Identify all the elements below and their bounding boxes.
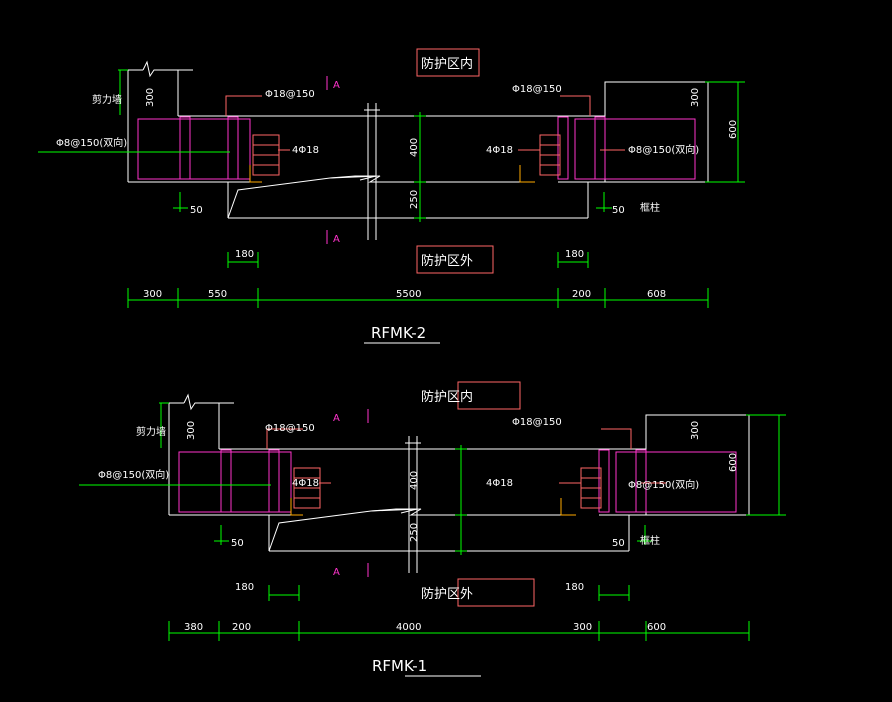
rfmk2-section-mark-top: A bbox=[333, 80, 340, 91]
rfmk2-dim-col-height: 300 bbox=[690, 88, 701, 107]
rfmk2-bars-left: 4Φ18 bbox=[292, 145, 319, 156]
rfmk1-bars-right: 4Φ18 bbox=[486, 478, 513, 489]
rfmk2-stirrup-right: Φ8@150(双向) bbox=[628, 143, 699, 156]
rfmk2-dim-total-height: 600 bbox=[728, 120, 739, 139]
rfmk1-dim-wall-height: 300 bbox=[186, 421, 197, 440]
rfmk2-bottom-dim-5: 608 bbox=[647, 289, 666, 300]
rfmk2-bottom-dim-2: 550 bbox=[208, 289, 227, 300]
rfmk1-zone-inside: 防护区内 bbox=[421, 389, 473, 405]
rfmk2-bottom-dim-4: 200 bbox=[572, 289, 591, 300]
rfmk1-section-mark-top: A bbox=[333, 413, 340, 424]
rfmk2-dim-left-50: 50 bbox=[190, 205, 203, 216]
rfmk2-title: RFMK-2 bbox=[371, 324, 426, 342]
rfmk1-wall-label: 剪力墙 bbox=[136, 425, 166, 438]
rfmk1-dim-left-180: 180 bbox=[235, 582, 254, 593]
rfmk1-column-label: 框柱 bbox=[640, 534, 660, 547]
rfmk2-dim-slab-depth: 250 bbox=[409, 190, 420, 209]
rfmk2-wall-label: 剪力墙 bbox=[92, 93, 122, 106]
rfmk1-dim-right-50: 50 bbox=[612, 538, 625, 549]
rfmk1-rebar-top-left: Φ18@150 bbox=[265, 423, 315, 434]
rfmk1-dim-total-height: 600 bbox=[728, 453, 739, 472]
rfmk1-bottom-dim-3: 4000 bbox=[396, 622, 421, 633]
rfmk1-section-mark-bottom: A bbox=[333, 567, 340, 578]
rfmk2-rebar-top-left: Φ18@150 bbox=[265, 89, 315, 100]
rfmk2-dim-left-180: 180 bbox=[235, 249, 254, 260]
rfmk2-dim-beam-depth: 400 bbox=[409, 138, 420, 157]
rfmk2-dim-right-50: 50 bbox=[612, 205, 625, 216]
rfmk1-bottom-dim-5: 600 bbox=[647, 622, 666, 633]
rfmk1-dim-left-50: 50 bbox=[231, 538, 244, 549]
rfmk2-bottom-dim-3: 5500 bbox=[396, 289, 421, 300]
rfmk1-bottom-dim-4: 300 bbox=[573, 622, 592, 633]
drawing-rfmk2: 防护区内 防护区外 A A 剪力墙 框柱 Φ8@150(双向) Φ8@150(双… bbox=[37, 48, 746, 344]
rfmk1-zone-outside: 防护区外 bbox=[421, 586, 473, 602]
rfmk1-bottom-dim-2: 200 bbox=[232, 622, 251, 633]
rfmk2-zone-inside: 防护区内 bbox=[421, 56, 473, 72]
rfmk1-dim-slab-depth: 250 bbox=[409, 523, 420, 542]
rfmk2-dim-wall-height: 300 bbox=[145, 88, 156, 107]
rfmk1-stirrup-left: Φ8@150(双向) bbox=[98, 468, 169, 481]
rfmk2-bars-right: 4Φ18 bbox=[486, 145, 513, 156]
rfmk1-dim-beam-depth: 400 bbox=[409, 471, 420, 490]
rfmk1-rebar-top-right: Φ18@150 bbox=[512, 417, 562, 428]
rfmk1-stirrup-right: Φ8@150(双向) bbox=[628, 478, 699, 491]
rfmk1-bars-left: 4Φ18 bbox=[292, 478, 319, 489]
rfmk2-dim-right-180: 180 bbox=[565, 249, 584, 260]
rfmk2-stirrup-left: Φ8@150(双向) bbox=[56, 136, 127, 149]
rfmk2-bottom-dim-1: 300 bbox=[143, 289, 162, 300]
rfmk2-zone-outside: 防护区外 bbox=[421, 253, 473, 269]
rfmk1-title: RFMK-1 bbox=[372, 657, 427, 675]
rfmk1-dim-right-180: 180 bbox=[565, 582, 584, 593]
rfmk1-dim-col-height: 300 bbox=[690, 421, 701, 440]
rfmk2-column-label: 框柱 bbox=[640, 201, 660, 214]
drawing-rfmk1: 防护区内 防护区外 A A 剪力墙 框柱 Φ8@150(双向) Φ8@150(双… bbox=[78, 381, 787, 677]
rfmk2-section-mark-bottom: A bbox=[333, 234, 340, 245]
rfmk1-bottom-dim-1: 380 bbox=[184, 622, 203, 633]
rfmk2-rebar-top-right: Φ18@150 bbox=[512, 84, 562, 95]
